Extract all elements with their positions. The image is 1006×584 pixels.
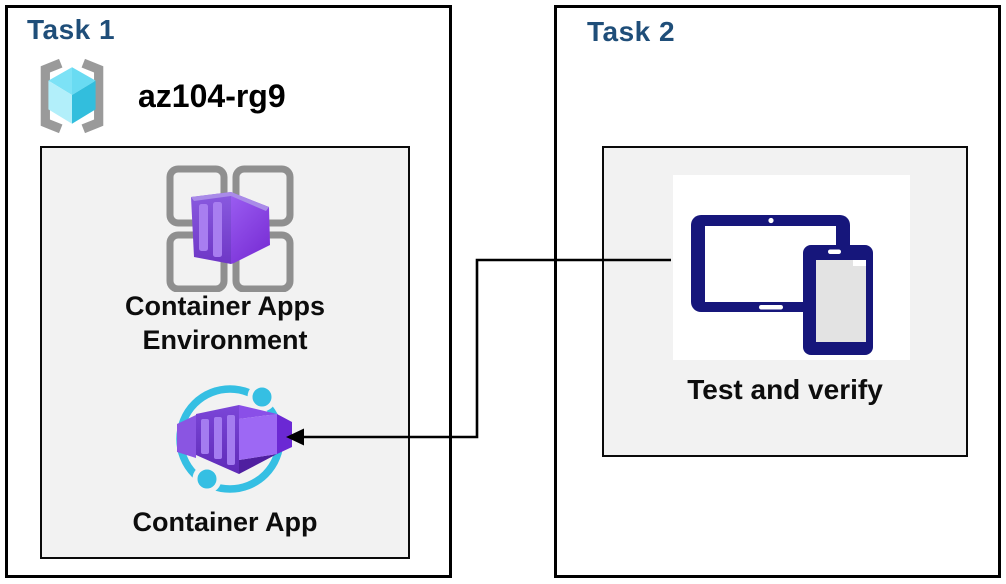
container-apps-environment-label: Container Apps Environment <box>124 291 325 355</box>
task2-test-panel: Test and verify <box>602 146 968 457</box>
left-bracket <box>40 58 63 134</box>
device-icon-panel <box>673 175 910 360</box>
resource-group-row: az104-rg9 <box>32 58 286 134</box>
test-and-verify-label: Test and verify <box>687 374 883 405</box>
orbit-node <box>192 464 222 494</box>
container-front-face <box>191 192 231 264</box>
resource-group-icon <box>40 58 104 134</box>
task1-title: Task 1 <box>27 14 116 45</box>
container-top-edge <box>191 192 269 211</box>
app-stripe <box>201 419 209 454</box>
app-bottom-wedge <box>239 454 277 474</box>
container-stripe <box>199 204 208 251</box>
container-app-icon <box>176 382 292 494</box>
phone-speaker-slot <box>828 249 841 254</box>
phone-screen-notch <box>853 260 866 266</box>
app-cube-front <box>239 414 277 460</box>
tablet-camera <box>768 217 774 224</box>
app-left-face <box>177 415 196 458</box>
orbit-node <box>247 382 277 412</box>
app-stripe <box>214 417 222 459</box>
app-stripe <box>227 415 235 465</box>
app-cube-side <box>277 414 292 454</box>
task2-title: Task 2 <box>587 16 676 47</box>
phone-screen <box>816 260 866 342</box>
cube-top-shade <box>72 67 96 95</box>
container-apps-environment-icon <box>166 165 294 292</box>
task1-box: Task 1 az104-rg9 <box>5 5 452 578</box>
resource-group-name: az104-rg9 <box>138 77 286 114</box>
container-stripe <box>213 202 222 257</box>
container-app-label: Container App <box>132 507 318 537</box>
app-top-wedge <box>239 405 277 419</box>
tablet-home-slot <box>759 305 783 310</box>
right-bracket <box>81 58 104 134</box>
container-right-face <box>231 192 270 264</box>
task2-box: Task 2 Test and verify <box>554 5 1001 578</box>
task1-resources-panel: Container Apps Environment <box>40 146 410 559</box>
devices-icon <box>691 215 873 355</box>
